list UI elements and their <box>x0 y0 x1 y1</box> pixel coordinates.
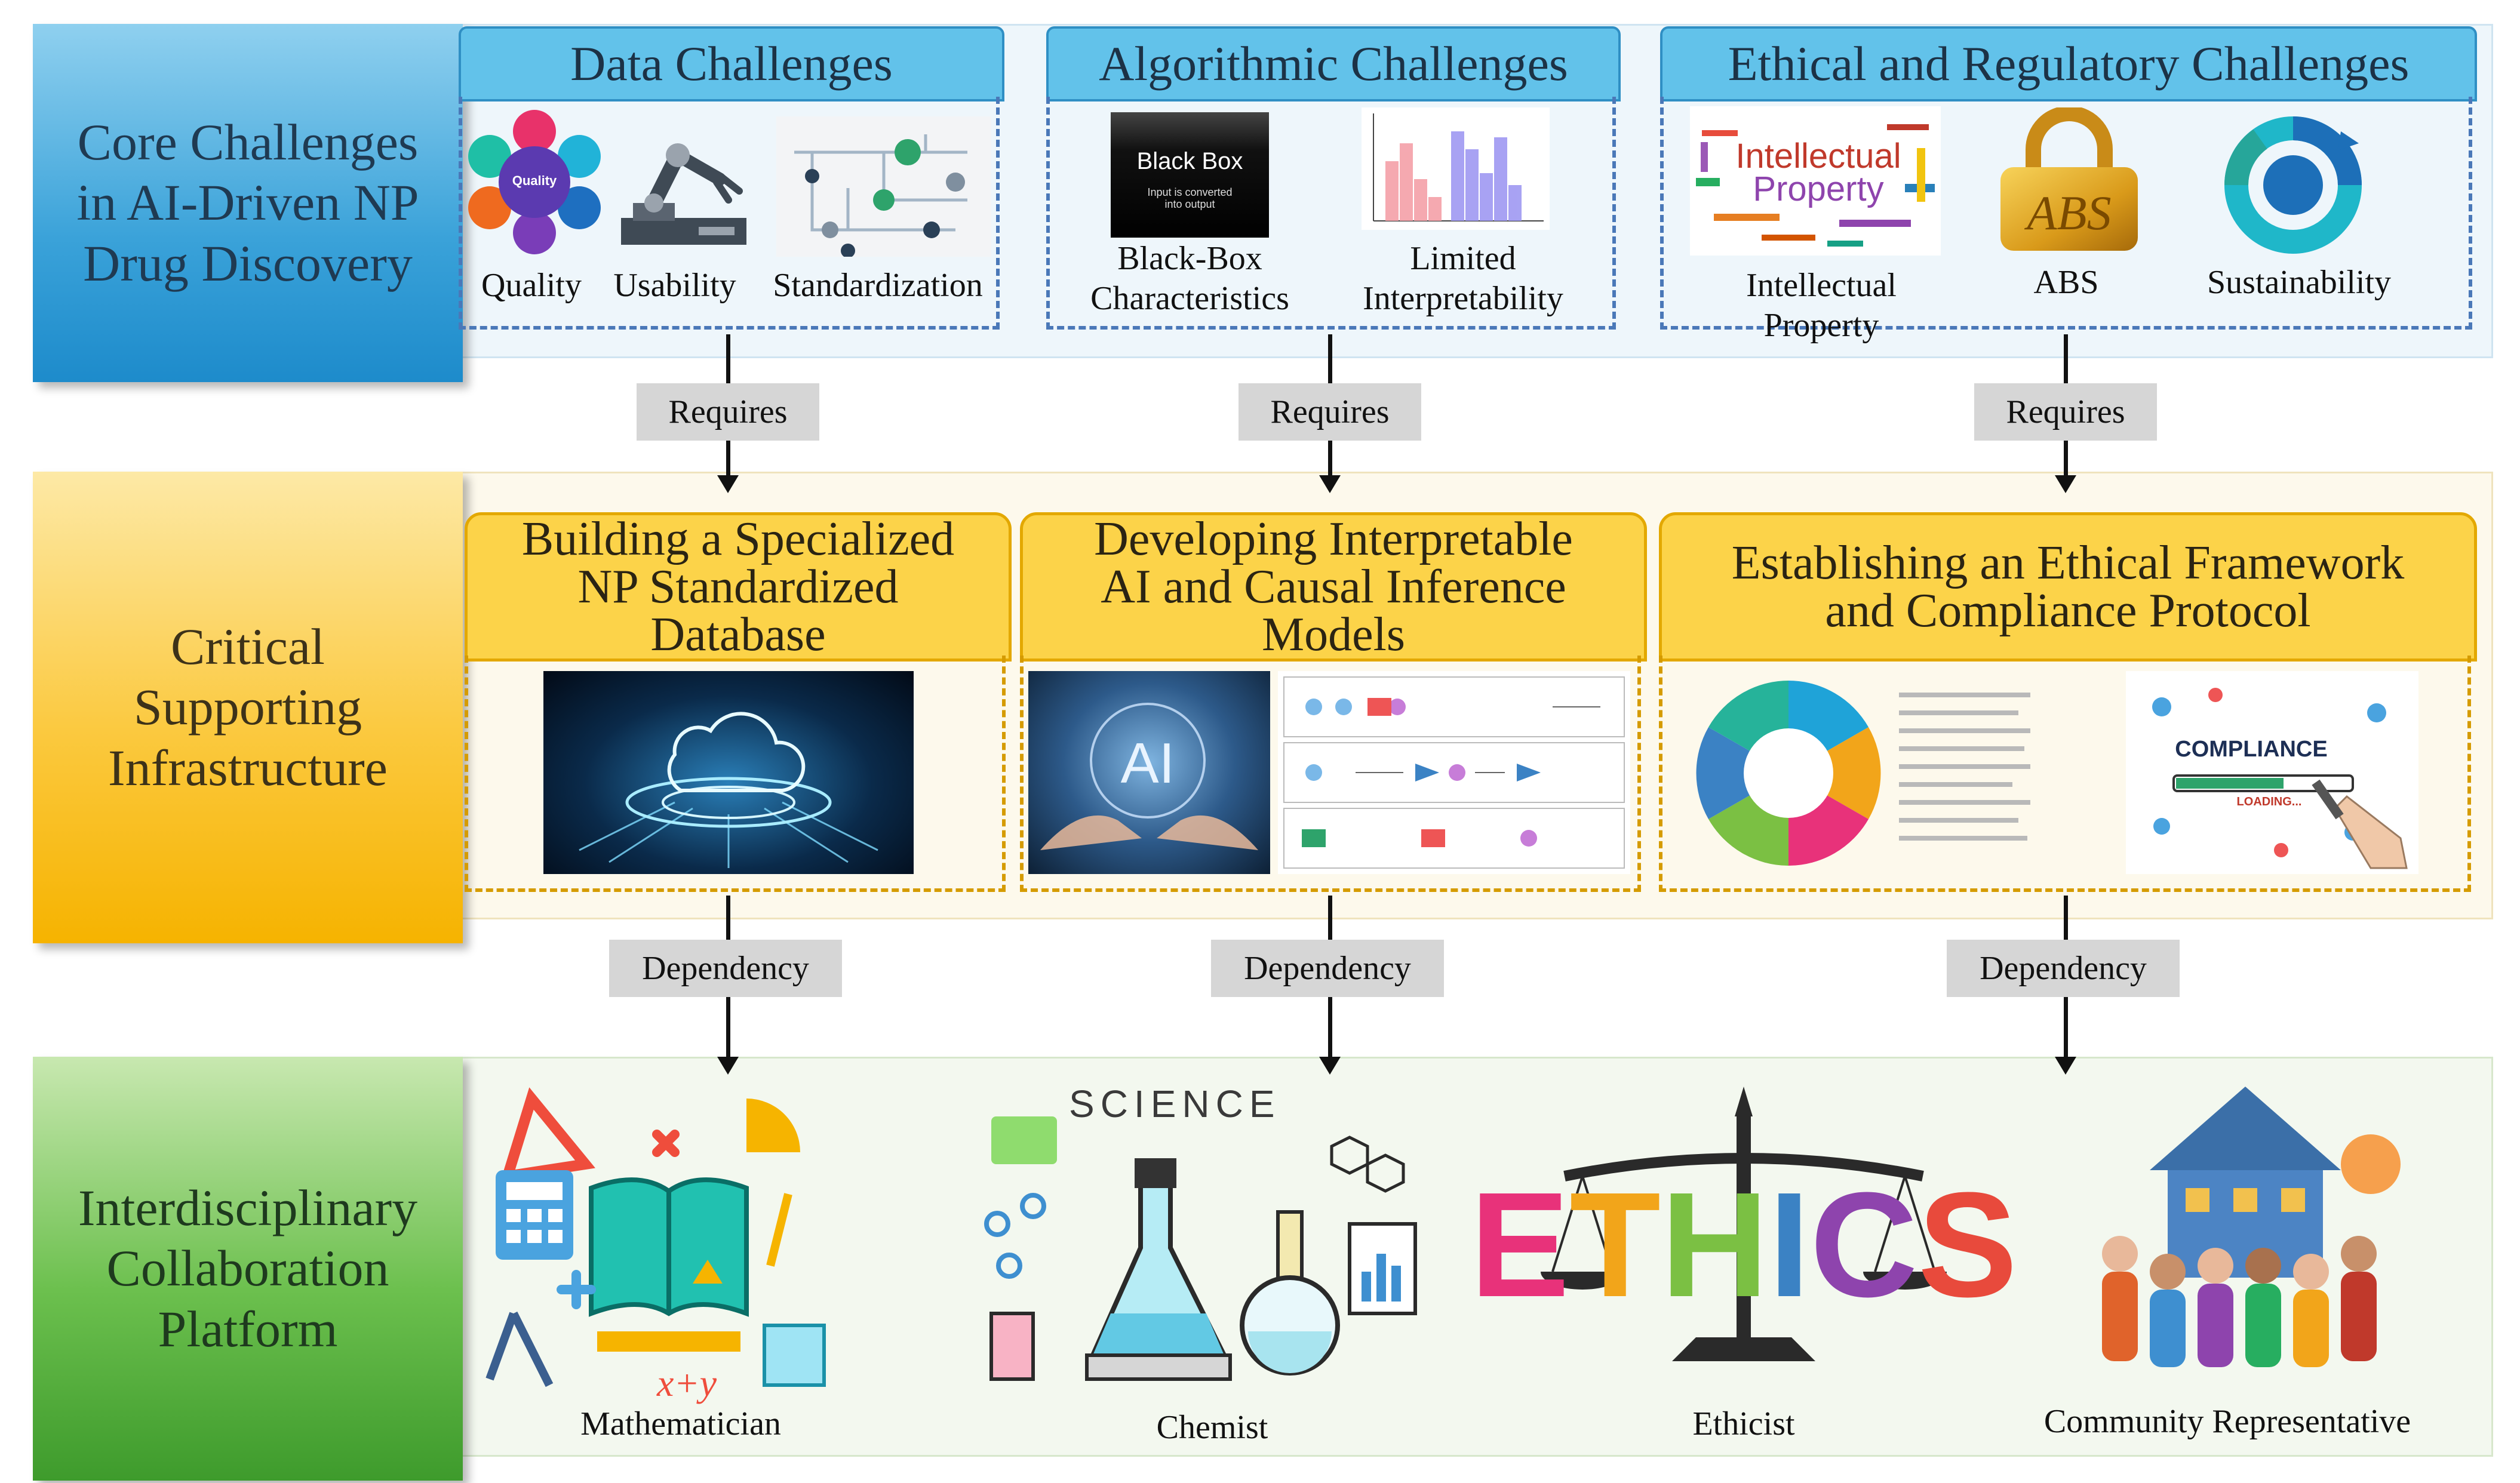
arrow-head-db-dependency <box>717 1057 739 1075</box>
infra-ai-header: Developing Interpretable AI and Causal I… <box>1020 512 1647 661</box>
cloud-database-image <box>543 671 914 874</box>
science-word: SCIENCE <box>1069 1082 1281 1125</box>
algorithmic-challenges-panel <box>1046 97 1616 330</box>
requires-label-ethic: Requires <box>1974 383 2157 441</box>
black-box-icon: Black Box Input is converted into output <box>1111 112 1269 238</box>
compliance-hand-image: COMPLIANCE LOADING... <box>2126 671 2418 874</box>
algorithmic-challenges-header: Algorithmic Challenges <box>1046 26 1621 101</box>
data-challenges-header: Data Challenges <box>459 26 1004 101</box>
community-illustration <box>2102 1087 2401 1367</box>
usability-caption: Usability <box>613 267 736 304</box>
infra-ethics-panel <box>1659 656 2471 892</box>
ethicist-caption: Ethicist <box>1692 1405 1795 1442</box>
community-representative-caption: Community Representative <box>2043 1403 2411 1440</box>
abs-caption: ABS <box>2033 264 2099 301</box>
ethics-wordmark: E T H I C S <box>1470 1161 2018 1328</box>
sustainability-caption: Sustainability <box>2207 264 2391 301</box>
arrow-head-algo-requires <box>1319 475 1341 493</box>
dependency-label-eth: Dependency <box>1947 940 2180 997</box>
infra-database-panel <box>465 656 1006 892</box>
ip-word-cloud-icon: Intellectual Property <box>1690 106 1941 256</box>
arrow-head-data-requires <box>717 475 739 493</box>
standardization-flow-icon <box>776 116 991 257</box>
abs-padlock-icon <box>2000 107 2138 251</box>
row-label-platform: Interdisciplinary Collaboration Platform <box>33 1057 463 1481</box>
black-box-label: Black Box <box>1136 148 1243 174</box>
ethics-letter-i: I <box>1768 1161 1811 1328</box>
quality-caption: Quality <box>481 267 582 304</box>
ethics-letter-t: T <box>1569 1161 1661 1328</box>
arrow-head-eth-dependency <box>2055 1057 2076 1075</box>
standardization-caption: Standardization <box>773 267 983 304</box>
mathematician-illustration <box>485 1087 826 1387</box>
ip-cloud-word-property: Property <box>1753 170 1884 208</box>
interpretability-caption: Limited Interpretability <box>1363 240 1563 318</box>
quality-hub-label: Quality <box>512 173 557 188</box>
ai-orb-label: AI <box>1120 731 1175 795</box>
robot-arm-icon <box>621 143 746 245</box>
row-label-infrastructure: Critical Supporting Infrastructure <box>33 472 463 943</box>
infra-ai-panel <box>1020 656 1641 892</box>
ethics-letter-h: H <box>1661 1161 1769 1328</box>
chemist-illustration <box>984 1116 1417 1381</box>
intellectual-property-caption: Intellectual Property <box>1746 267 1897 344</box>
ethicist-scale-illustration <box>1541 1087 1947 1361</box>
black-box-caption: Black-Box Characteristics <box>1090 240 1289 318</box>
compliance-word: COMPLIANCE <box>2175 737 2328 762</box>
ethical-regulatory-panel <box>1660 97 2472 330</box>
compliance-loading-word: LOADING... <box>2236 795 2302 808</box>
ethics-letter-s: S <box>1917 1161 2018 1328</box>
abs-padlock-label: ABS <box>2027 186 2112 240</box>
requires-label-data: Requires <box>637 383 819 441</box>
ethics-letter-e: E <box>1470 1161 1570 1328</box>
mathematician-caption: Mathematician <box>580 1405 781 1442</box>
data-challenges-panel <box>459 97 1000 330</box>
arrow-head-ethic-requires <box>2055 475 2076 493</box>
chemist-caption: Chemist <box>1156 1409 1268 1446</box>
dependency-label-ai: Dependency <box>1211 940 1444 997</box>
ethics-letter-c: C <box>1810 1161 1918 1328</box>
infra-database-header: Building a Specialized NP Standardized D… <box>465 512 1012 661</box>
sustainability-circular-icon <box>2224 116 2362 254</box>
black-box-subtext: Input is converted into output <box>1147 186 1233 210</box>
arrow-head-ai-dependency <box>1319 1057 1341 1075</box>
math-xy-formula: x+y <box>657 1362 717 1404</box>
dependency-label-db: Dependency <box>609 940 842 997</box>
quality-hub-icon <box>468 110 601 254</box>
ethical-framework-infographic-image <box>1696 681 2030 866</box>
ethical-regulatory-header: Ethical and Regulatory Challenges <box>1660 26 2477 101</box>
row-label-core-challenges: Core Challenges in AI-Driven NP Drug Dis… <box>33 24 463 382</box>
ai-hands-image: AI <box>1028 671 1270 874</box>
requires-label-algo: Requires <box>1239 383 1421 441</box>
infra-ethics-header: Establishing an Ethical Framework and Co… <box>1659 512 2477 661</box>
ip-cloud-word-intellectual: Intellectual <box>1735 137 1901 176</box>
histogram-icon <box>1362 107 1550 230</box>
causal-model-diagram-image <box>1278 671 1630 874</box>
